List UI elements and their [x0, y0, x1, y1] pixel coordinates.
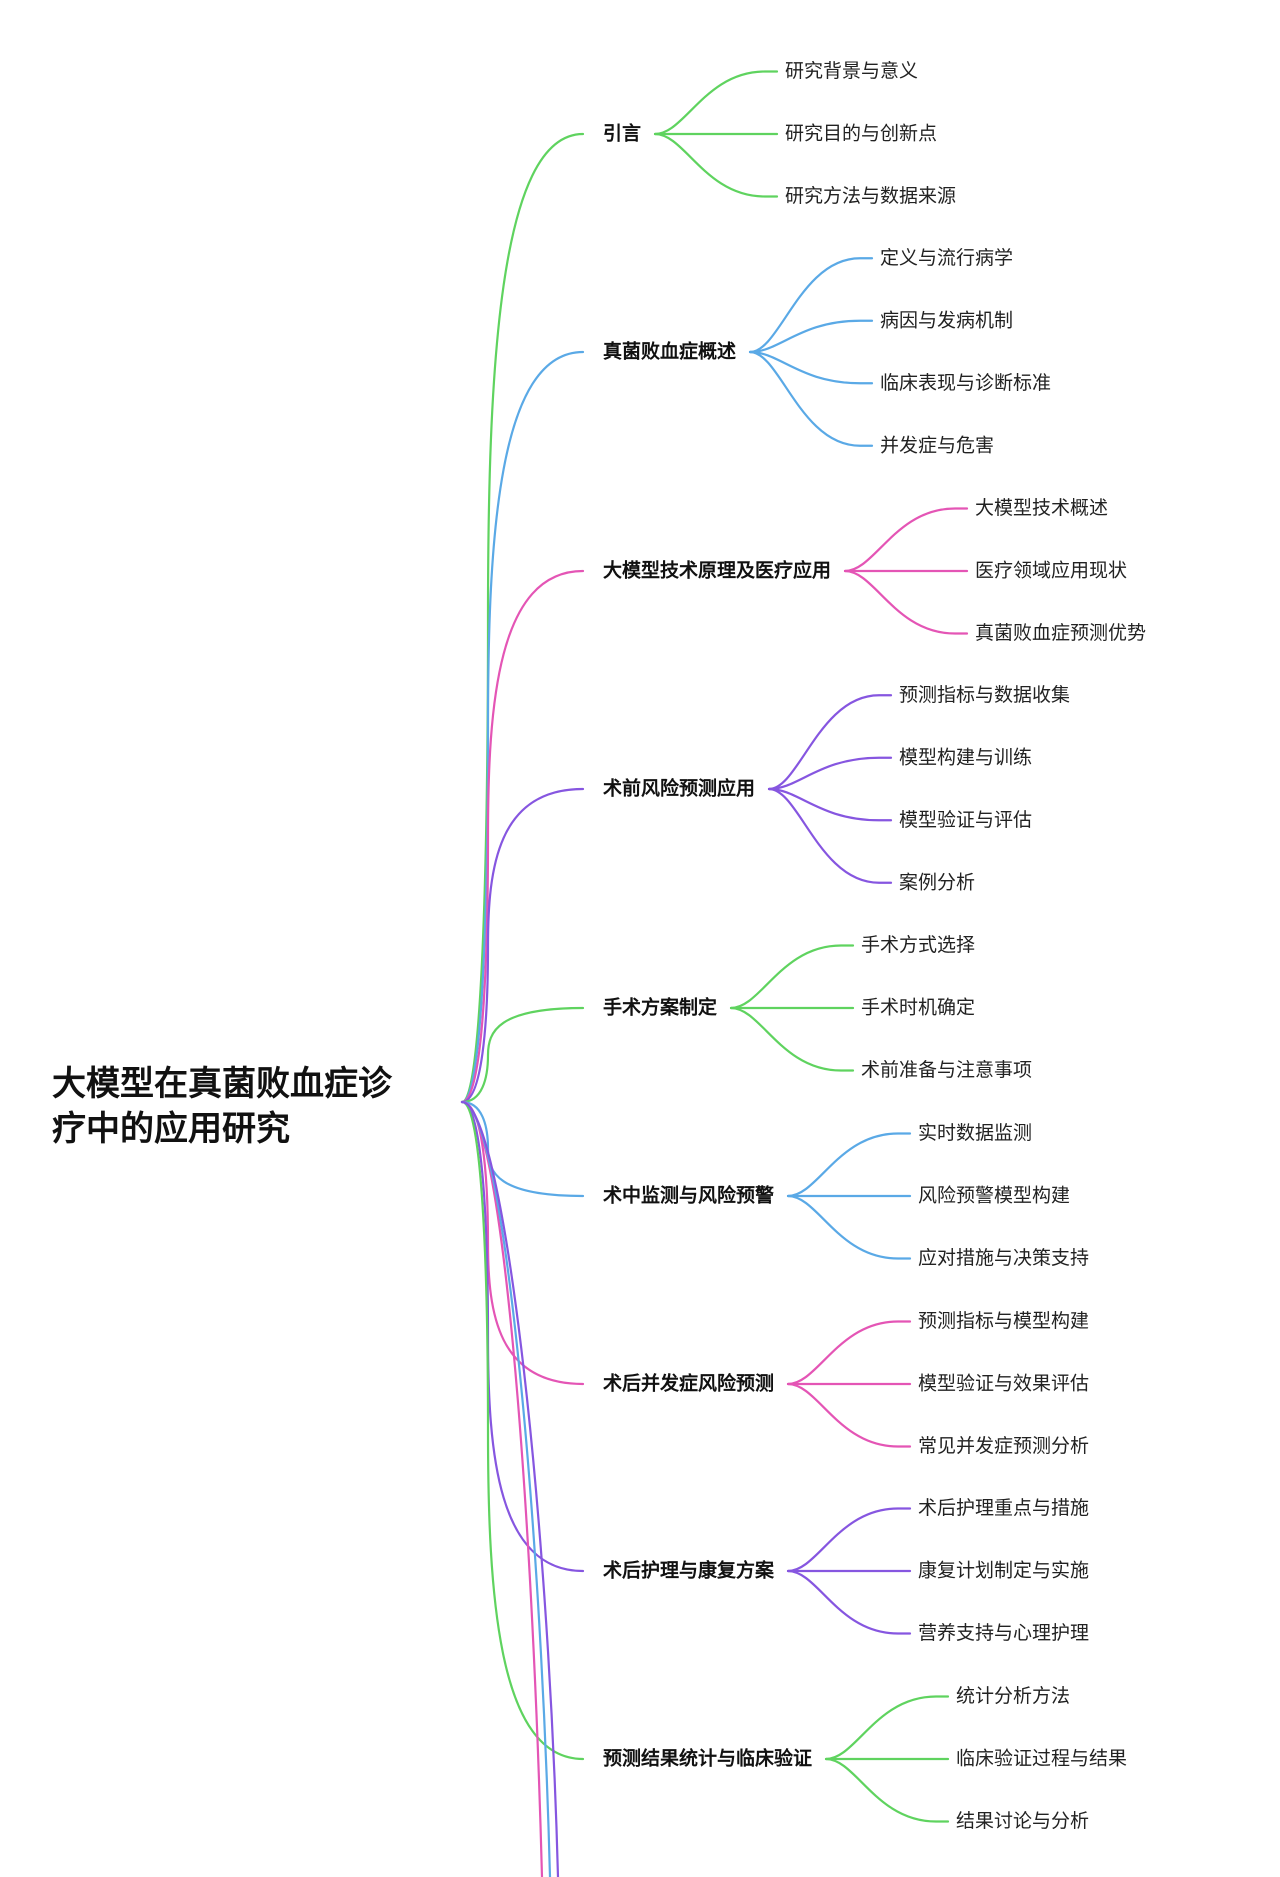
connector-lines — [460, 70, 969, 1877]
leaf-node: 常见并发症预测分析 — [918, 1435, 1089, 1457]
leaf-node: 研究方法与数据来源 — [785, 185, 956, 207]
leaf-node: 实时数据监测 — [918, 1122, 1032, 1144]
leaf-node: 模型构建与训练 — [899, 746, 1032, 768]
branch-link — [460, 350, 585, 1104]
leaf-node: 案例分析 — [899, 871, 975, 893]
overflow-link — [460, 1100, 560, 1877]
leaf-node: 研究目的与创新点 — [785, 123, 937, 145]
branch-link — [460, 1100, 585, 1386]
branch-link — [460, 132, 585, 1104]
leaf-link — [843, 507, 969, 573]
leaf-link — [786, 1132, 912, 1198]
leaf-node: 手术方式选择 — [861, 934, 975, 956]
branch-node: 术中监测与风险预警 — [603, 1184, 774, 1207]
leaf-link — [824, 1757, 950, 1823]
leaf-link — [786, 1194, 912, 1260]
leaf-link — [843, 569, 969, 635]
leaf-node: 手术时机确定 — [861, 997, 975, 1019]
leaf-node: 研究背景与意义 — [785, 60, 918, 82]
leaf-link — [786, 1382, 912, 1448]
leaf-node: 风险预警模型构建 — [918, 1185, 1070, 1207]
branch-node: 引言 — [603, 122, 641, 145]
branch-node: 术前风险预测应用 — [603, 777, 755, 800]
leaf-link — [729, 1006, 855, 1072]
leaf-link — [767, 787, 893, 884]
branch-node: 预测结果统计与临床验证 — [603, 1747, 812, 1770]
branch-link — [460, 1006, 585, 1104]
leaf-node: 医疗领域应用现状 — [975, 560, 1127, 582]
leaf-node: 结果讨论与分析 — [956, 1810, 1089, 1832]
leaf-node: 术后护理重点与措施 — [918, 1497, 1089, 1519]
leaf-link — [748, 257, 874, 354]
leaf-node: 病因与发病机制 — [880, 309, 1013, 331]
leaf-link — [748, 319, 874, 354]
leaf-node: 临床验证过程与结果 — [956, 1748, 1127, 1770]
leaf-link — [767, 787, 893, 822]
leaf-node: 康复计划制定与实施 — [918, 1560, 1089, 1582]
leaf-link — [653, 132, 779, 198]
leaf-link — [786, 1507, 912, 1573]
branch-node: 术后并发症风险预测 — [603, 1372, 774, 1395]
leaf-node: 临床表现与诊断标准 — [880, 372, 1051, 394]
root-title-line-1: 大模型在真菌败血症诊 — [52, 1064, 393, 1104]
leaf-link — [767, 694, 893, 791]
leaf-node: 真菌败血症预测优势 — [975, 622, 1146, 644]
leaf-node: 应对措施与决策支持 — [918, 1247, 1089, 1269]
root-title-line-2: 疗中的应用研究 — [52, 1109, 290, 1149]
leaf-link — [824, 1695, 950, 1761]
branch-node: 术后护理与康复方案 — [603, 1559, 775, 1582]
leaf-node: 预测指标与数据收集 — [899, 684, 1070, 706]
leaf-node: 大模型技术概述 — [975, 497, 1108, 519]
leaf-link — [729, 944, 855, 1010]
leaf-link — [786, 1320, 912, 1386]
branch-node: 真菌败血症概述 — [603, 340, 736, 363]
leaf-node: 定义与流行病学 — [880, 247, 1013, 269]
leaf-link — [748, 350, 874, 385]
leaf-link — [653, 70, 779, 136]
branch-link — [460, 569, 585, 1104]
leaf-node: 预测指标与模型构建 — [918, 1310, 1089, 1332]
leaf-node: 术前准备与注意事项 — [861, 1059, 1032, 1081]
leaf-node: 统计分析方法 — [956, 1685, 1070, 1707]
branch-node: 手术方案制定 — [603, 996, 717, 1019]
branch-node: 大模型技术原理及医疗应用 — [603, 559, 831, 582]
leaf-link — [767, 756, 893, 791]
leaf-link — [786, 1569, 912, 1635]
leaf-node: 模型验证与评估 — [899, 809, 1032, 831]
leaf-link — [748, 350, 874, 447]
branch-link — [460, 1100, 585, 1761]
leaf-node: 营养支持与心理护理 — [918, 1622, 1089, 1644]
branch-link — [460, 787, 585, 1104]
leaf-node: 模型验证与效果评估 — [918, 1373, 1089, 1395]
leaf-node: 并发症与危害 — [880, 434, 994, 456]
